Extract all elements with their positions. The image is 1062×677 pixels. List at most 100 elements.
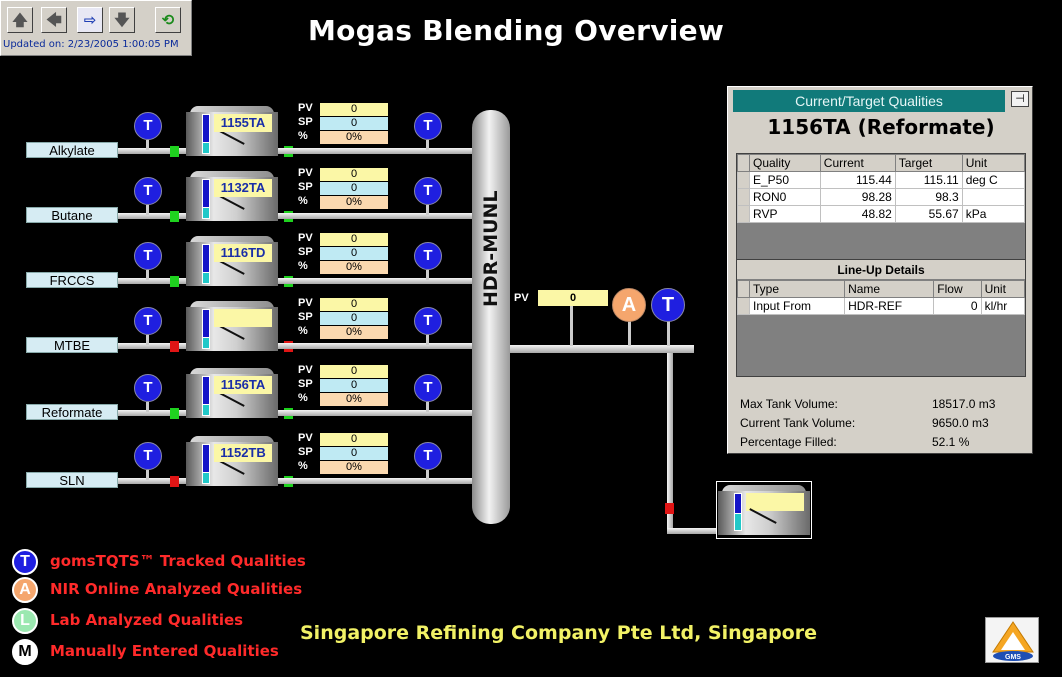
tracked-quality-badge-right-4[interactable]: T bbox=[414, 374, 442, 402]
tank-stats: Max Tank Volume:18517.0 m3 Current Tank … bbox=[740, 397, 1026, 454]
pv-label-3: PV bbox=[298, 297, 313, 309]
feed-label-2[interactable]: FRCCS bbox=[26, 272, 118, 288]
tank-0[interactable]: 1155TA bbox=[186, 106, 278, 156]
pct-value-3: 0% bbox=[320, 326, 388, 339]
tracked-quality-badge-4[interactable]: T bbox=[134, 374, 162, 402]
feed-label-0[interactable]: Alkylate bbox=[26, 142, 118, 158]
sp-label-2: SP bbox=[298, 246, 313, 258]
outlet-pipe-1 bbox=[278, 213, 474, 219]
back-arrow-button[interactable]: 🡄 bbox=[41, 7, 67, 33]
current-cell: 48.82 bbox=[819, 205, 896, 223]
col-name[interactable]: Name bbox=[844, 280, 935, 298]
tank-2[interactable]: 1116TD bbox=[186, 236, 278, 286]
tracked-quality-badge-3[interactable]: T bbox=[134, 307, 162, 335]
tank-5[interactable]: 1152TB bbox=[186, 436, 278, 486]
tracked-quality-badge-right-2[interactable]: T bbox=[414, 242, 442, 270]
col-unit[interactable]: Unit bbox=[980, 280, 1026, 298]
product-tank-frame[interactable] bbox=[716, 481, 812, 539]
target-cell: 55.67 bbox=[894, 205, 963, 223]
inlet-valve-0[interactable] bbox=[170, 146, 179, 157]
outlet-pipe-4 bbox=[278, 410, 474, 416]
pv-label-4: PV bbox=[298, 364, 313, 376]
product-tank bbox=[718, 485, 810, 535]
sp-value-3: 0 bbox=[320, 312, 388, 325]
unit-cell bbox=[961, 188, 1026, 206]
up-arrow-button[interactable]: 🡅 bbox=[7, 7, 33, 33]
outlet-pipe-2 bbox=[278, 278, 474, 284]
pct-label-2: % bbox=[298, 260, 308, 272]
inlet-valve-3[interactable] bbox=[170, 341, 179, 352]
pct-value-5: 0% bbox=[320, 461, 388, 474]
tracked-quality-badge-right-5[interactable]: T bbox=[414, 442, 442, 470]
quality-cell: RVP bbox=[749, 205, 821, 223]
tracked-quality-badge[interactable]: T bbox=[651, 288, 685, 322]
row-selector[interactable] bbox=[737, 171, 750, 189]
forward-arrow-button[interactable]: ⇨ bbox=[77, 7, 103, 33]
pv-value-0: 0 bbox=[320, 103, 388, 116]
product-valve[interactable] bbox=[665, 503, 674, 514]
inlet-valve-2[interactable] bbox=[170, 276, 179, 287]
col-flow[interactable]: Flow bbox=[933, 280, 982, 298]
down-arrow-button[interactable]: 🡇 bbox=[109, 7, 135, 33]
inlet-valve-1[interactable] bbox=[170, 211, 179, 222]
panel-tank-title: 1156TA (Reformate) bbox=[767, 115, 995, 139]
feed-label-5[interactable]: SLN bbox=[26, 472, 118, 488]
pct-label-5: % bbox=[298, 460, 308, 472]
tank-4[interactable]: 1156TA bbox=[186, 368, 278, 418]
tracked-quality-badge-0[interactable]: T bbox=[134, 112, 162, 140]
tracked-quality-badge-2[interactable]: T bbox=[134, 242, 162, 270]
col-target[interactable]: Target bbox=[894, 154, 963, 172]
tracked-quality-badge-right-1[interactable]: T bbox=[414, 177, 442, 205]
col-unit[interactable]: Unit bbox=[961, 154, 1026, 172]
sp-label-3: SP bbox=[298, 311, 313, 323]
pv-label-5: PV bbox=[298, 432, 313, 444]
sp-label-5: SP bbox=[298, 446, 313, 458]
updated-timestamp: Updated on: 2/23/2005 1:00:05 PM bbox=[3, 39, 179, 50]
inlet-pipe-5 bbox=[118, 478, 188, 484]
type-cell: Input From bbox=[748, 297, 846, 315]
pv-value-1: 0 bbox=[320, 168, 388, 181]
feed-label-4[interactable]: Reformate bbox=[26, 404, 118, 420]
row-selector[interactable] bbox=[737, 297, 750, 315]
col-quality[interactable]: Quality bbox=[749, 154, 821, 172]
unit-cell: kl/hr bbox=[980, 297, 1026, 315]
feed-label-1[interactable]: Butane bbox=[26, 207, 118, 223]
legend-text: gomsTQTS™ Tracked Qualities bbox=[50, 552, 306, 570]
target-cell: 98.3 bbox=[894, 188, 963, 206]
header-pv-value: 0 bbox=[538, 290, 608, 306]
tracked-quality-badge-5[interactable]: T bbox=[134, 442, 162, 470]
inlet-valve-5[interactable] bbox=[170, 476, 179, 487]
forward-arrow-icon: ⇨ bbox=[83, 11, 97, 29]
header-column[interactable] bbox=[472, 110, 510, 524]
row-selector[interactable] bbox=[737, 205, 750, 223]
inlet-valve-4[interactable] bbox=[170, 408, 179, 419]
tank-3[interactable] bbox=[186, 301, 278, 351]
pin-icon[interactable]: ⊣ bbox=[1011, 91, 1029, 107]
sp-value-1: 0 bbox=[320, 182, 388, 195]
inlet-pipe-1 bbox=[118, 213, 188, 219]
outlet-pipe bbox=[510, 345, 694, 353]
feed-label-3[interactable]: MTBE bbox=[26, 337, 118, 353]
product-tank-name bbox=[746, 493, 804, 511]
tracked-quality-badge-1[interactable]: T bbox=[134, 177, 162, 205]
col-type[interactable]: Type bbox=[748, 280, 846, 298]
tracked-quality-badge-right-3[interactable]: T bbox=[414, 307, 442, 335]
tracked-quality-badge-right-0[interactable]: T bbox=[414, 112, 442, 140]
sp-label-1: SP bbox=[298, 181, 313, 193]
badge-stem-2 bbox=[146, 270, 149, 280]
analyzer-badge[interactable]: A bbox=[612, 288, 646, 322]
current-cell: 98.28 bbox=[819, 188, 896, 206]
name-cell: HDR-REF bbox=[844, 297, 935, 315]
row-selector[interactable] bbox=[737, 188, 750, 206]
navigation-toolbar: 🡅 🡄 ⇨ 🡇 ⟲ Updated on: 2/23/2005 1:00:05 … bbox=[0, 0, 192, 56]
legend-badge-icon: A bbox=[12, 577, 38, 603]
col-current[interactable]: Current bbox=[819, 154, 896, 172]
badge-stem-right-4 bbox=[426, 402, 429, 412]
row-selector-header bbox=[737, 154, 750, 172]
tank-1[interactable]: 1132TA bbox=[186, 171, 278, 221]
refresh-button[interactable]: ⟲ bbox=[155, 7, 181, 33]
